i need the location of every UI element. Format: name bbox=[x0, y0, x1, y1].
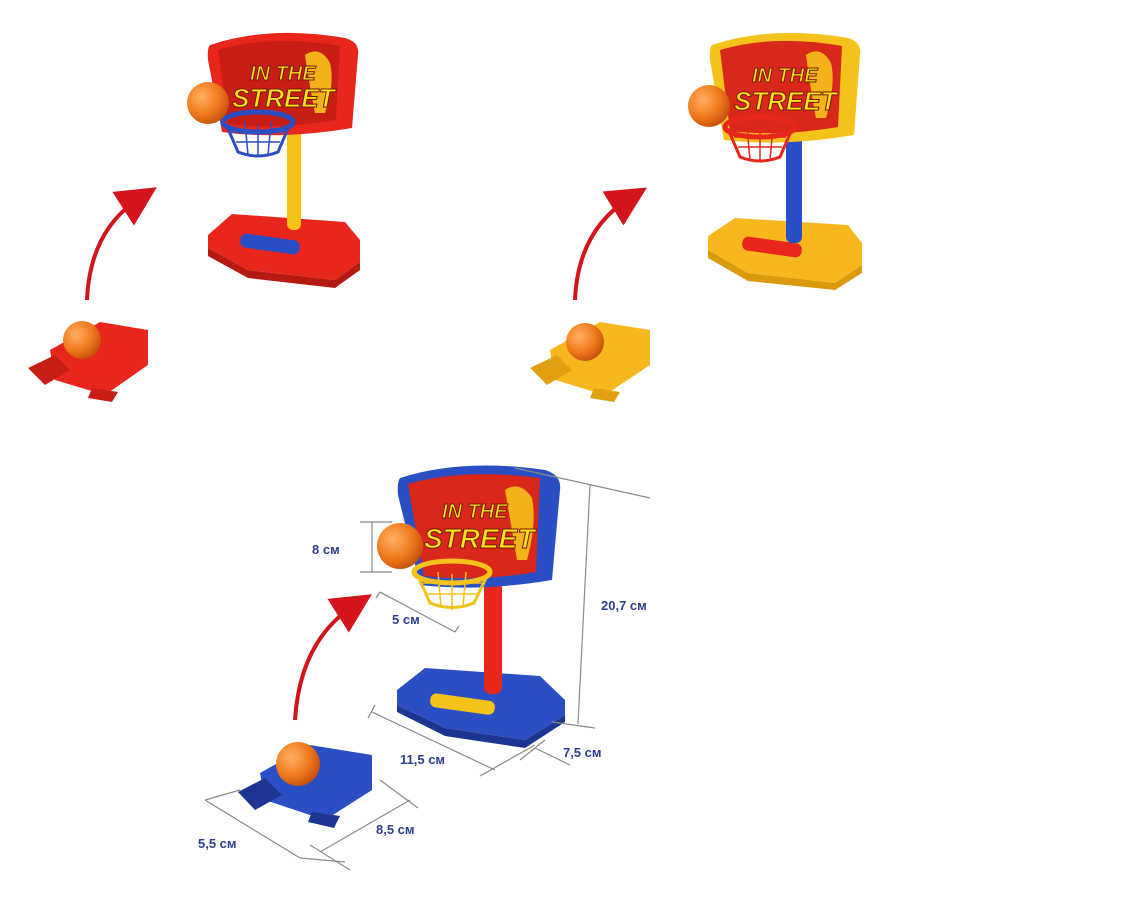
backboard: IN THE STREET bbox=[397, 465, 561, 588]
hoop-pole bbox=[287, 120, 301, 230]
ball-launcher bbox=[238, 742, 372, 828]
launcher-ball bbox=[276, 742, 320, 786]
backboard-text-bottom: STREET bbox=[424, 523, 537, 554]
product-yellow: IN THE STREET bbox=[530, 32, 862, 402]
product-blue: IN THE STREET bbox=[204, 465, 651, 871]
hoop-rim bbox=[722, 114, 798, 163]
shot-arrow bbox=[293, 594, 372, 721]
dimension-rim: 5 см bbox=[392, 612, 420, 627]
shot-arrow bbox=[85, 187, 157, 301]
backboard-text-top: IN THE bbox=[442, 501, 508, 523]
hoop-pole bbox=[484, 582, 502, 694]
dimension-base-depth: 7,5 см bbox=[563, 745, 602, 760]
hoop-base bbox=[208, 214, 360, 288]
basketball bbox=[377, 523, 423, 569]
launcher-ball bbox=[63, 321, 101, 359]
hoop-rim bbox=[411, 558, 493, 610]
ball-launcher bbox=[530, 322, 650, 402]
hoop-rim bbox=[220, 109, 296, 158]
backboard: IN THE STREET bbox=[207, 32, 359, 136]
dimension-launcher-length: 8,5 см bbox=[376, 822, 415, 837]
basketball bbox=[688, 85, 730, 127]
backboard-text-top: IN THE bbox=[250, 63, 316, 85]
hoop-pole bbox=[786, 125, 802, 243]
dimension-ball: 8 см bbox=[312, 542, 340, 557]
backboard-text-bottom: STREET bbox=[232, 83, 337, 113]
backboard: IN THE STREET bbox=[709, 32, 861, 143]
dimension-base-length: 11,5 см bbox=[400, 752, 446, 767]
dimension-launcher-width: 5,5 см bbox=[198, 836, 237, 851]
hoop-base bbox=[397, 668, 565, 748]
backboard-text-top: IN THE bbox=[752, 65, 818, 87]
dimension-height: 20,7 см bbox=[601, 598, 647, 613]
product-red: IN THE STREET bbox=[28, 32, 360, 402]
ball-launcher bbox=[28, 321, 148, 402]
dimension-lines bbox=[204, 467, 651, 871]
backboard-text-bottom: STREET bbox=[734, 86, 839, 116]
hoop-base bbox=[708, 218, 862, 290]
launcher-ball bbox=[566, 323, 604, 361]
basketball bbox=[187, 82, 229, 124]
shot-arrow bbox=[573, 187, 648, 301]
